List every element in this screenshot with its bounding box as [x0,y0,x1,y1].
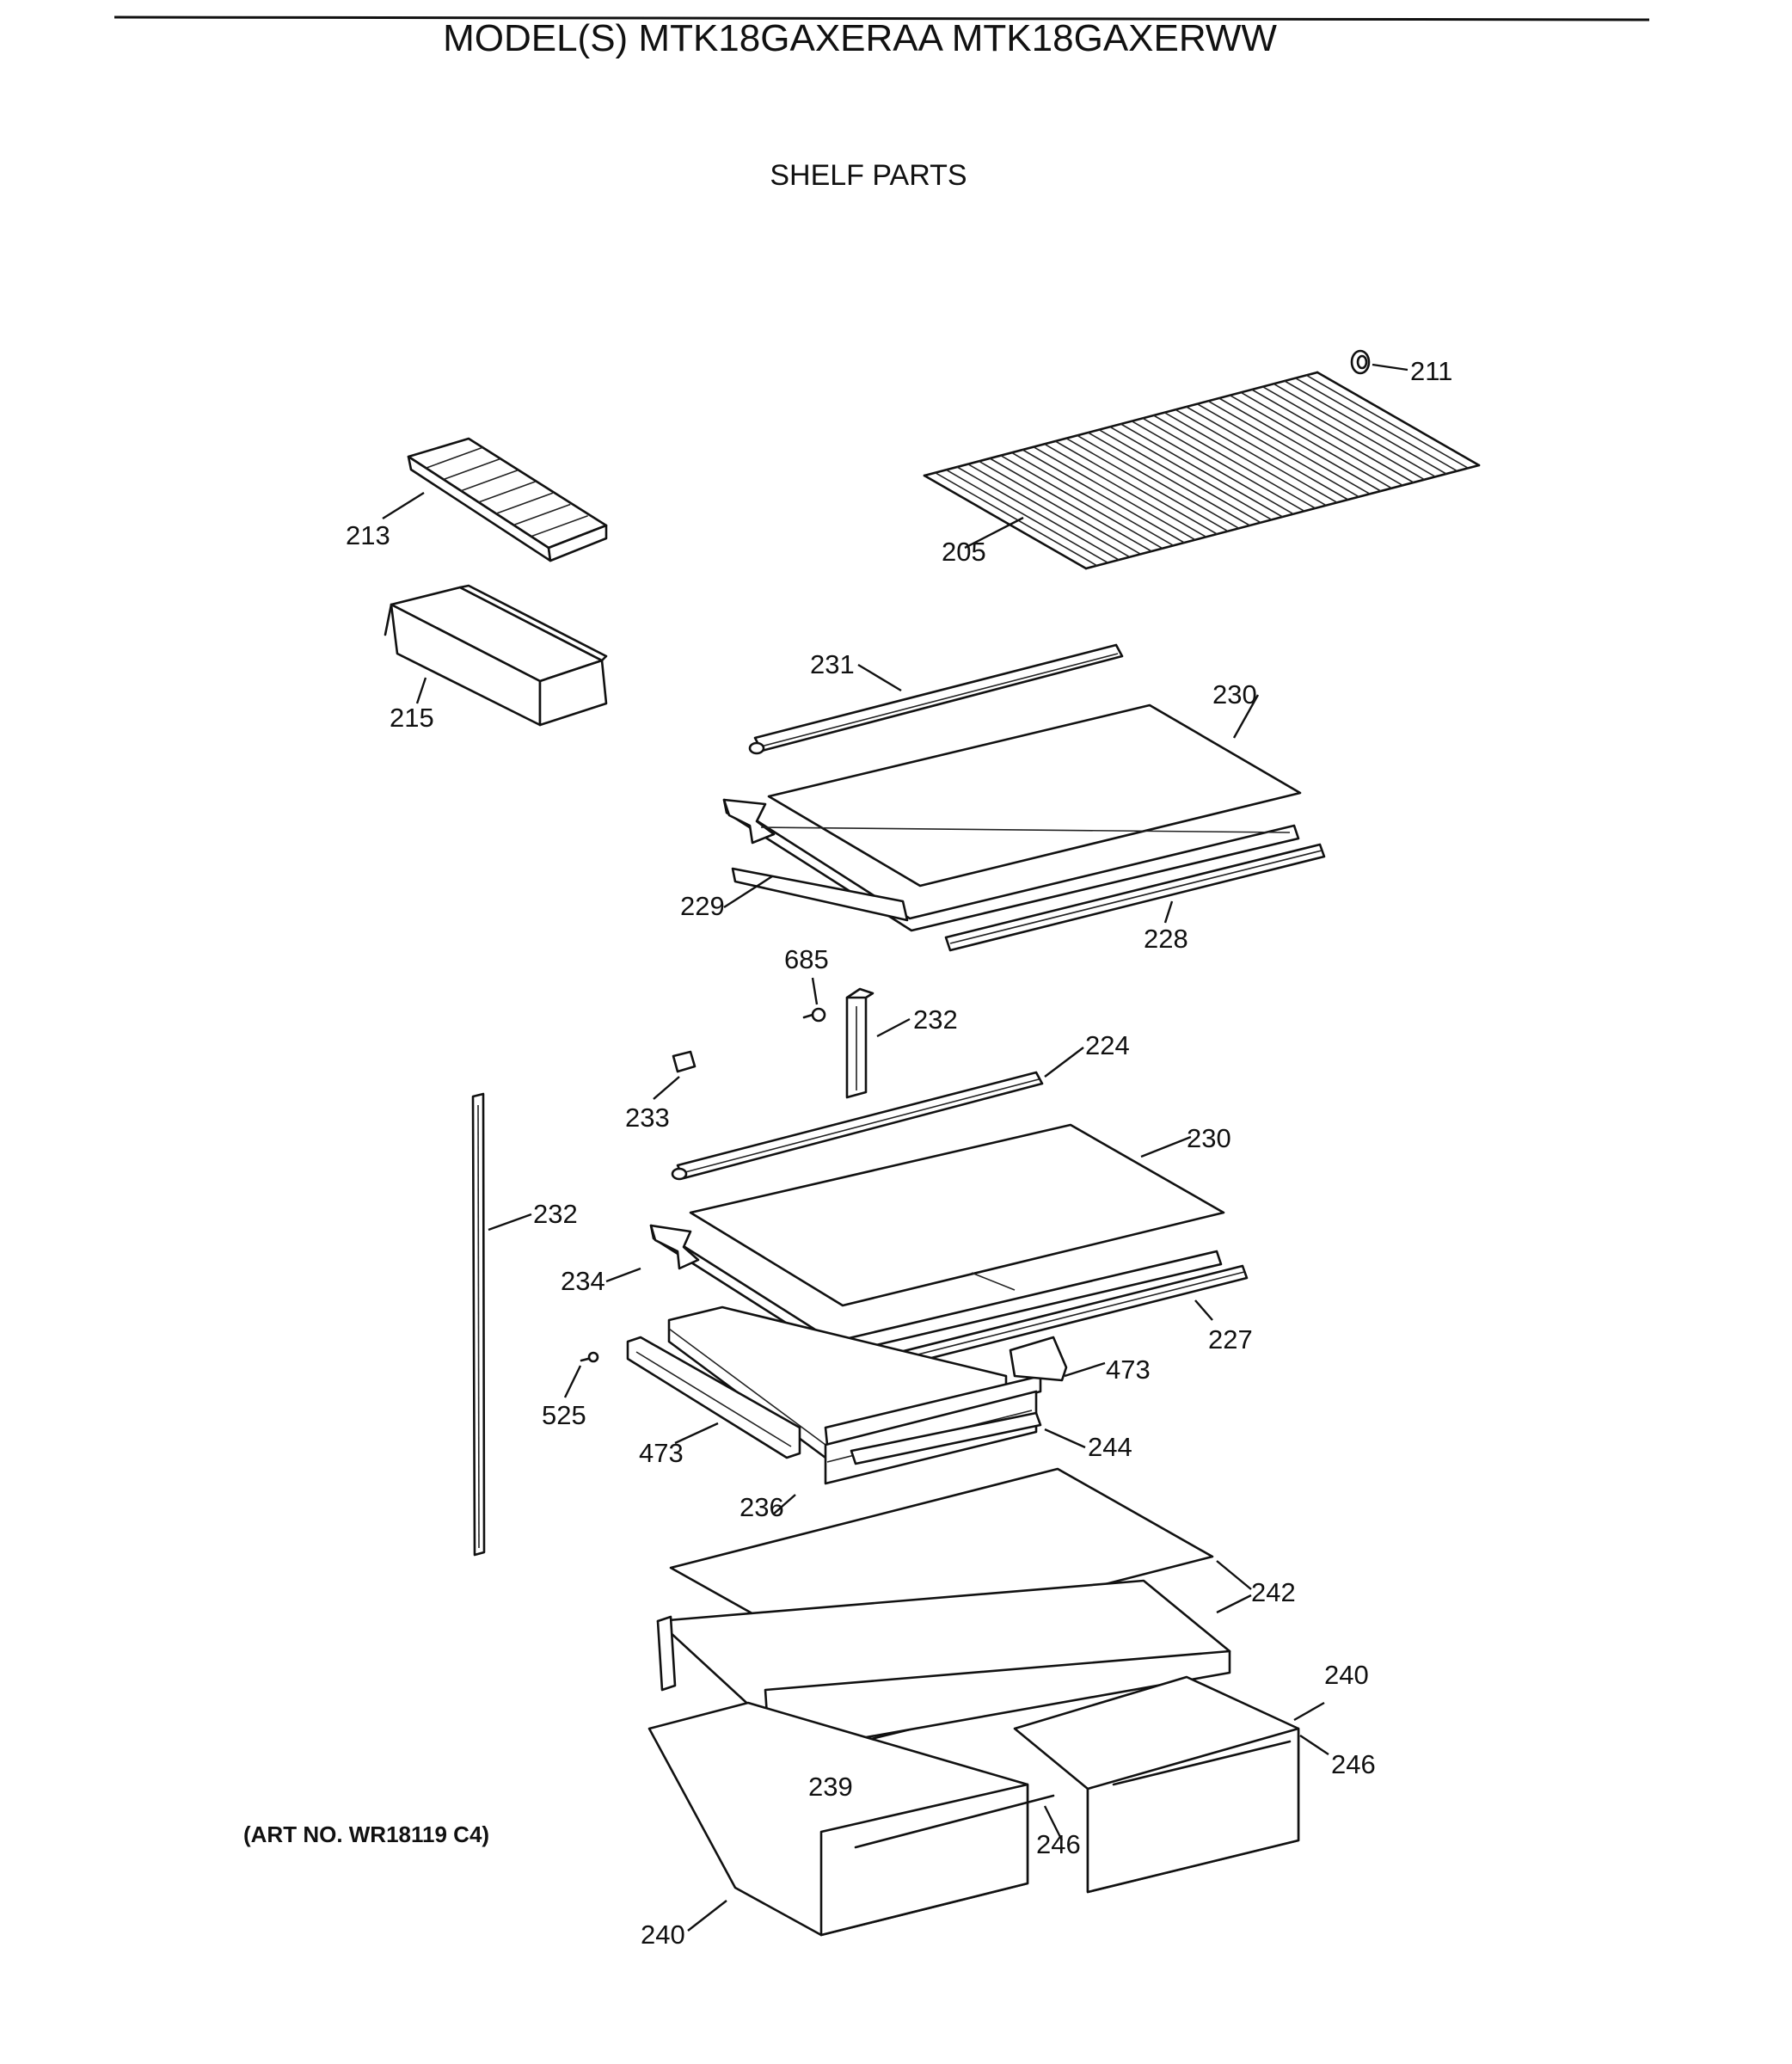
callout-473: 473 [1106,1354,1151,1385]
callout-230: 230 [1212,679,1257,710]
callout-234: 234 [561,1266,605,1296]
part-213-ice-tray [382,437,608,562]
callout-239: 239 [808,1772,853,1802]
callout-246: 246 [1331,1749,1376,1779]
drawer-assembly [626,1305,1106,1514]
callout-229: 229 [680,891,725,921]
callout-233: 233 [625,1103,670,1133]
shelf-assembly-middle [605,1123,1249,1373]
part-232-bracket-short [845,987,911,1099]
part-211-cap [1350,349,1408,375]
callout-213: 213 [346,520,390,550]
callout-240: 240 [641,1920,685,1950]
shelf-assembly-upper [722,643,1326,952]
part-685-screw [802,977,826,1023]
callout-685: 685 [784,944,829,974]
callout-230: 230 [1187,1123,1231,1153]
callout-205: 205 [942,537,986,567]
callout-211: 211 [1410,356,1452,386]
callout-228: 228 [1144,924,1188,954]
section-title: SHELF PARTS [770,159,967,192]
callout-246: 246 [1036,1829,1081,1859]
callout-240: 240 [1324,1660,1369,1690]
part-233-clip [653,1050,697,1100]
callout-244: 244 [1088,1432,1132,1462]
part-224-trim [671,1047,1084,1181]
callout-525: 525 [542,1400,586,1430]
callout-232: 232 [533,1199,578,1229]
callout-473: 473 [639,1438,684,1468]
crisper-drawer-right [1013,1675,1329,1894]
model-title: MODEL(S) MTK18GAXERAA MTK18GAXERWW [443,17,1277,59]
header-rule [114,15,1650,22]
part-525-screw [563,1351,599,1398]
crisper-drawer-left [647,1701,1064,1937]
callout-231: 231 [810,649,855,679]
callout-224: 224 [1085,1030,1130,1060]
callout-242: 242 [1251,1577,1296,1607]
callout-215: 215 [390,703,434,733]
callout-236: 236 [740,1492,784,1522]
part-205-wire-shelf [923,371,1481,570]
part-232-rail-long [471,1092,532,1557]
callout-227: 227 [1208,1324,1253,1354]
art-number: (ART NO. WR18119 C4) [243,1821,490,1847]
part-215-bin [384,584,608,727]
shelf-assembly-lower [656,1467,1252,1777]
callout-232: 232 [913,1004,958,1035]
